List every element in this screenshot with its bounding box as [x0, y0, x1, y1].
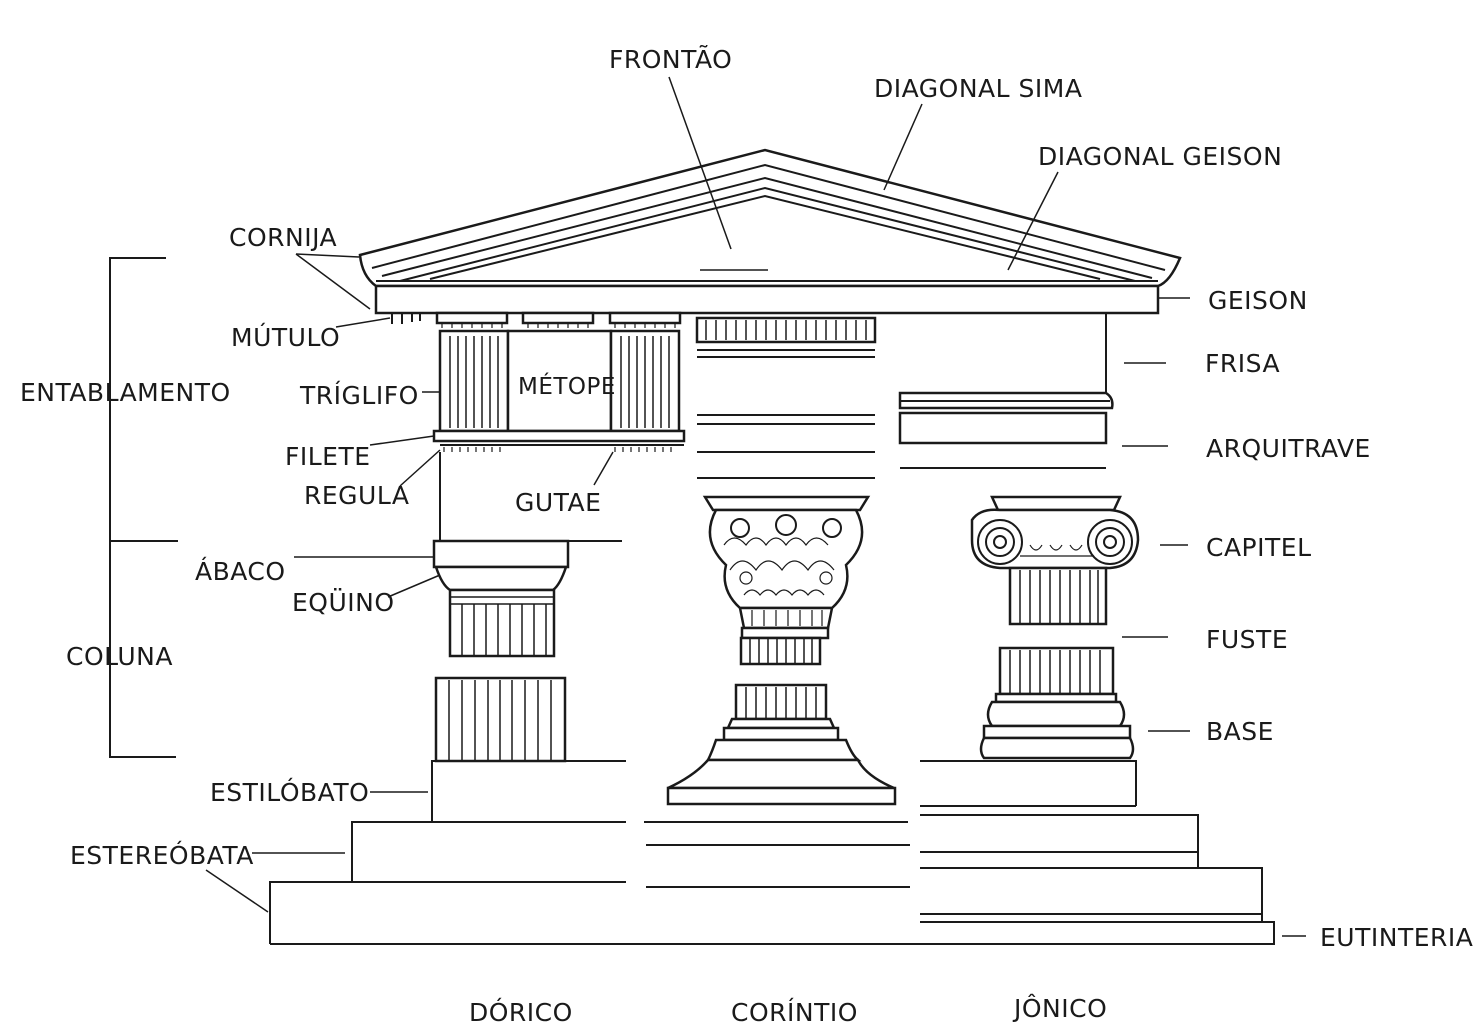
label-geison: GEISON — [1208, 286, 1308, 315]
label-estereobata: ESTEREÓBATA — [70, 840, 254, 870]
label-eutinteria: EUTINTERIA — [1320, 923, 1473, 952]
label-corintio: CORÍNTIO — [731, 998, 858, 1027]
label-abaco: ÁBACO — [195, 557, 286, 586]
label-diagonal-sima: DIAGONAL SIMA — [874, 74, 1082, 103]
ionic-column — [898, 313, 1140, 760]
label-regula: REGULA — [304, 481, 409, 510]
corinthian-column — [666, 316, 897, 806]
label-entablamento: ENTABLAMENTO — [20, 378, 231, 407]
label-arquitrave: ARQUITRAVE — [1206, 434, 1371, 463]
label-triglifo: TRÍGLIFO — [299, 381, 419, 410]
geison-band — [374, 284, 1160, 315]
label-frontao: FRONTÃO — [609, 44, 732, 74]
label-estilobato: ESTILÓBATO — [210, 777, 369, 807]
label-fuste: FUSTE — [1206, 625, 1288, 654]
label-mutulo: MÚTULO — [231, 322, 340, 352]
temple-steps — [269, 760, 1275, 945]
label-base: BASE — [1206, 717, 1274, 746]
label-cornija: CORNIJA — [229, 223, 337, 252]
label-metope: MÉTOPE — [518, 372, 616, 400]
label-jonico: JÔNICO — [1012, 993, 1107, 1023]
order-labels: DÓRICO CORÍNTIO JÔNICO — [469, 993, 1107, 1027]
label-gutae: GUTAE — [515, 488, 601, 517]
leader-lines — [205, 76, 1306, 937]
label-filete: FILETE — [285, 442, 371, 471]
doric-column — [383, 311, 686, 763]
label-diagonal-geison: DIAGONAL GEISON — [1038, 142, 1282, 171]
label-capitel: CAPITEL — [1206, 533, 1312, 562]
part-labels: FRONTÃO DIAGONAL SIMA DIAGONAL GEISON CO… — [20, 44, 1473, 952]
label-dorico: DÓRICO — [469, 997, 573, 1027]
label-coluna: COLUNA — [66, 642, 173, 671]
left-brackets — [109, 257, 178, 758]
label-frisa: FRISA — [1205, 349, 1280, 378]
label-equino: EQÜINO — [292, 588, 395, 617]
pediment — [358, 148, 1182, 288]
